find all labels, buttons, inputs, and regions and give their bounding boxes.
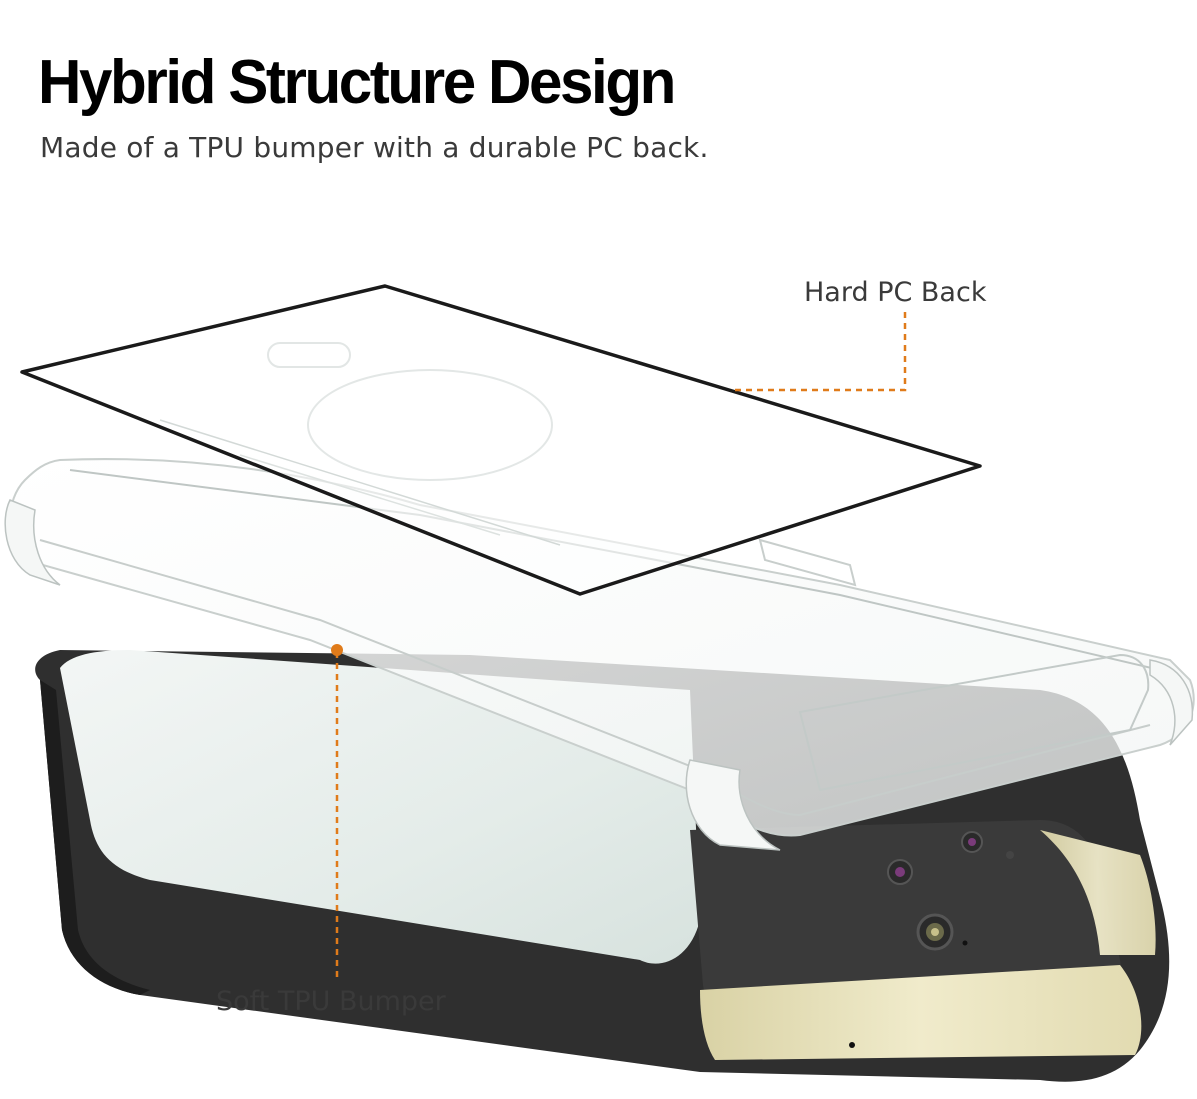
hard-pc-back-leader	[735, 312, 907, 392]
tpu-bumper-marker-dot	[331, 644, 343, 656]
soft-tpu-bumper-label: Soft TPU Bumper	[216, 986, 446, 1017]
callout-lines	[331, 312, 907, 982]
page-subtitle: Made of a TPU bumper with a durable PC b…	[40, 131, 709, 164]
tpu-bumper-case	[4, 458, 1195, 851]
pc-back-panel	[20, 284, 982, 596]
camera-bar	[690, 820, 1156, 1060]
hard-pc-back-label: Hard PC Back	[804, 277, 987, 308]
page-title: Hybrid Structure Design	[38, 48, 676, 117]
